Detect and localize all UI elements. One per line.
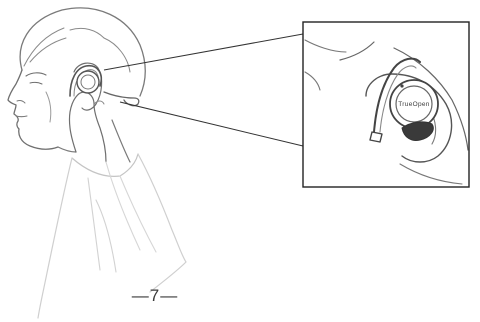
mouth [16,116,27,117]
person-figure [8,8,186,318]
nostril [17,101,25,103]
eyebrow [26,73,46,76]
inset-detail: TrueOpen [303,22,469,187]
callout-line-top [104,34,303,70]
inset-indicator-dot [400,84,403,87]
shirt-fold [88,178,116,272]
hair-front-lines [24,28,104,66]
inset-brand-label: TrueOpen [398,101,430,108]
earbud-small-face [81,75,95,89]
earbud-small [70,66,139,106]
inset-hook-cap [370,132,382,142]
inset-frame [303,22,469,187]
jaw-neck [58,120,130,162]
shirt-right [138,154,186,292]
eye [30,82,42,84]
cheek-line [46,92,51,122]
hair-back [104,38,130,72]
cable-small [104,92,139,106]
page-number: —7— [0,286,310,306]
callout-line-bottom [120,102,303,146]
